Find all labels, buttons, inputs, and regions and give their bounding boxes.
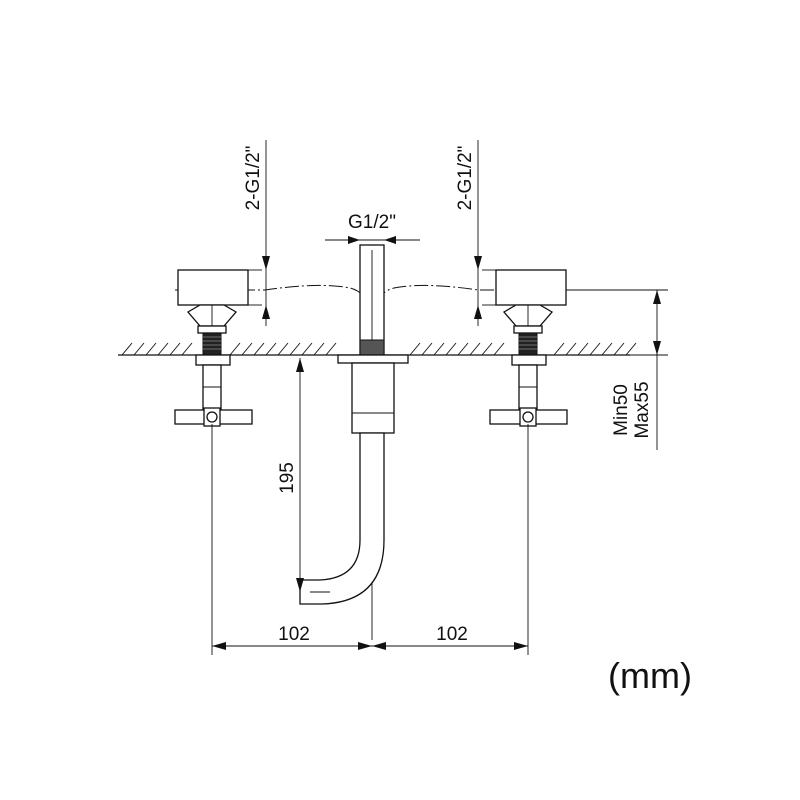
spacing-dimension: 102 102 <box>212 624 528 650</box>
hatch-stroke <box>445 342 457 356</box>
left-thread-dimension: 2-G1/2" <box>243 140 270 326</box>
hatch-stroke <box>181 342 193 356</box>
hatch-stroke <box>169 342 181 356</box>
right-thread-label: 2-G1/2" <box>455 146 476 211</box>
hatch-stroke <box>601 342 613 356</box>
hatch-stroke <box>409 342 421 356</box>
hatch-stroke <box>565 342 577 356</box>
deck-thickness-dimension: Min50 Max55 <box>566 289 668 450</box>
depth-dimension: 195 <box>277 358 304 595</box>
hatch-stroke <box>589 342 601 356</box>
hatch-stroke <box>277 342 289 356</box>
left-thread-label: 2-G1/2" <box>243 146 264 211</box>
deck-max-label: Max55 <box>632 381 653 438</box>
hatch-stroke <box>265 342 277 356</box>
hatch-stroke <box>121 342 133 356</box>
hatch-stroke <box>301 342 313 356</box>
spout <box>299 244 409 640</box>
hatch-stroke <box>145 342 157 356</box>
deck-hatching <box>121 342 637 356</box>
spout-thread-label: G1/2" <box>348 212 396 233</box>
hatch-stroke <box>313 342 325 356</box>
hatch-stroke <box>481 342 493 356</box>
hatch-stroke <box>229 342 241 356</box>
right-thread-dimension: 2-G1/2" <box>455 140 482 326</box>
hatch-stroke <box>469 342 481 356</box>
hatch-stroke <box>289 342 301 356</box>
units-label: (mm) <box>608 655 692 696</box>
hatch-stroke <box>157 342 169 356</box>
hatch-stroke <box>325 342 337 356</box>
hatch-stroke <box>577 342 589 356</box>
hatch-stroke <box>553 342 565 356</box>
hatch-stroke <box>613 342 625 356</box>
spacing-left-label: 102 <box>278 624 310 645</box>
hatch-stroke <box>457 342 469 356</box>
deck-min-label: Min50 <box>611 384 632 436</box>
hatch-stroke <box>433 342 445 356</box>
hatch-stroke <box>253 342 265 356</box>
spacing-right-label: 102 <box>436 624 468 645</box>
depth-label: 195 <box>277 462 298 494</box>
hatch-stroke <box>421 342 433 356</box>
hatch-stroke <box>133 342 145 356</box>
right-valve <box>482 269 568 427</box>
hatch-stroke <box>241 342 253 356</box>
hatch-stroke <box>493 342 505 356</box>
spout-thread-dimension: G1/2" <box>325 212 420 244</box>
hatch-stroke <box>625 342 637 356</box>
